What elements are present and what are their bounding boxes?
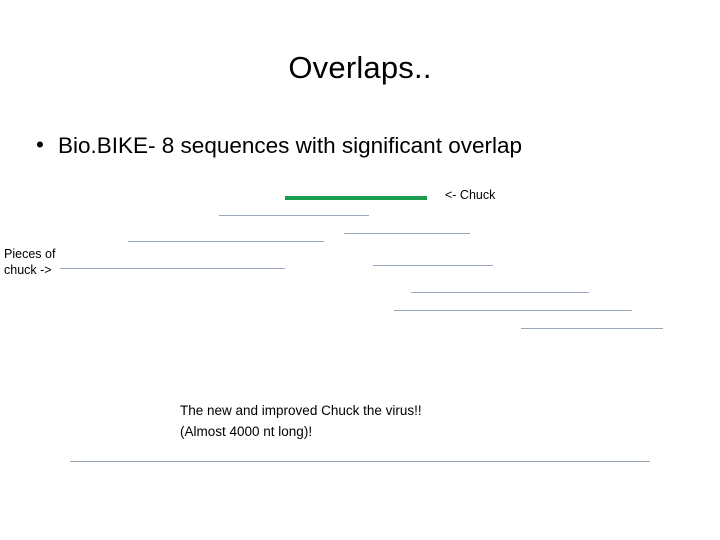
page-title: Overlaps.. bbox=[288, 50, 432, 85]
caption-block: The new and improved Chuck the virus!! (… bbox=[180, 401, 422, 443]
fragment-7 bbox=[394, 310, 632, 311]
fragment-6 bbox=[411, 292, 589, 293]
assembled-sequence-line bbox=[70, 461, 650, 462]
bullet-marker: • bbox=[36, 132, 44, 157]
bullet-text: Bio.BIKE- 8 sequences with significant o… bbox=[58, 133, 522, 158]
fragment-3 bbox=[128, 241, 324, 242]
fragment-5 bbox=[60, 268, 285, 269]
chuck-arrow-label: <- Chuck bbox=[445, 188, 496, 202]
caption-line-2: (Almost 4000 nt long)! bbox=[180, 423, 313, 439]
fragment-2 bbox=[344, 233, 470, 234]
fragment-1 bbox=[219, 215, 369, 216]
fragment-4 bbox=[373, 265, 493, 266]
caption-line-1: The new and improved Chuck the virus!! bbox=[180, 403, 422, 418]
pieces-of-chuck-label: Pieces of chuck -> bbox=[4, 247, 55, 278]
fragment-8 bbox=[521, 328, 663, 329]
chuck-reference-bar bbox=[285, 196, 427, 200]
pieces-of-chuck-line2: chuck -> bbox=[4, 262, 52, 277]
pieces-of-chuck-line1: Pieces of bbox=[4, 247, 56, 261]
bullet-item: • Bio.BIKE- 8 sequences with significant… bbox=[36, 132, 696, 159]
